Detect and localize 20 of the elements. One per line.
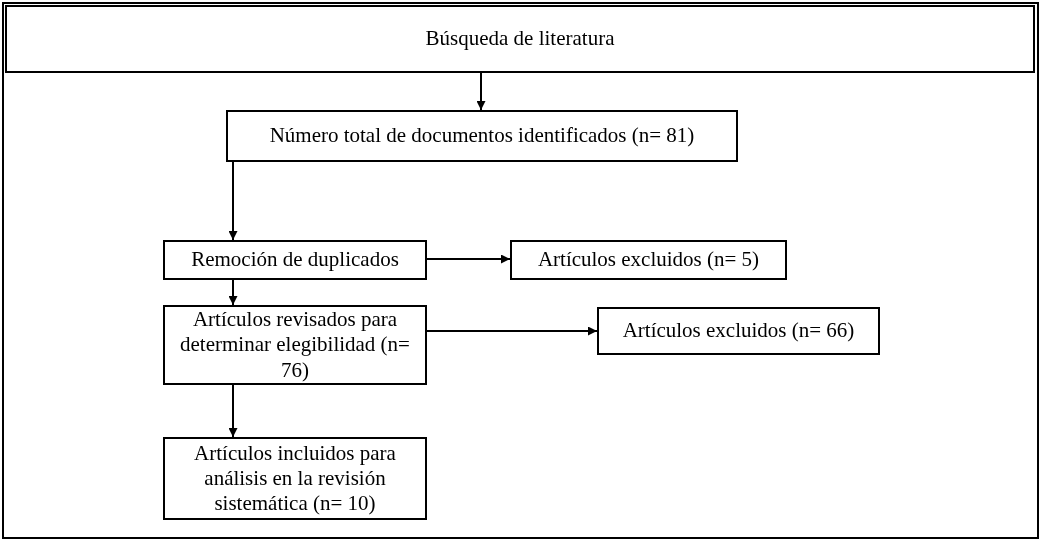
process-box (510, 240, 787, 280)
process-box (163, 305, 427, 385)
box-text: Número total de documentos identificados (n= 81) (269, 123, 695, 149)
box-text: Artículos excluidos (n= 66) (622, 318, 855, 344)
arrow (426, 326, 598, 336)
arrow (426, 254, 511, 264)
arrow (228, 161, 238, 241)
process-box (226, 110, 738, 162)
process-box (5, 5, 1035, 73)
process-box (597, 307, 880, 355)
box-text: Artículos excluidos (n= 5) (537, 247, 760, 273)
arrow (228, 384, 238, 438)
process-box (163, 437, 427, 520)
box-text: Artículos incluidos para análisis en la revisión sistemática (n= 10) (193, 440, 397, 517)
box-text: Artículos revisados para determinar elegibilidad (n= 76) (179, 307, 411, 383)
process-box (163, 240, 427, 280)
box-text: Remoción de duplicados (191, 247, 399, 273)
arrow (228, 279, 238, 306)
arrow (476, 72, 486, 111)
box-text: Búsqueda de literatura (425, 26, 615, 52)
